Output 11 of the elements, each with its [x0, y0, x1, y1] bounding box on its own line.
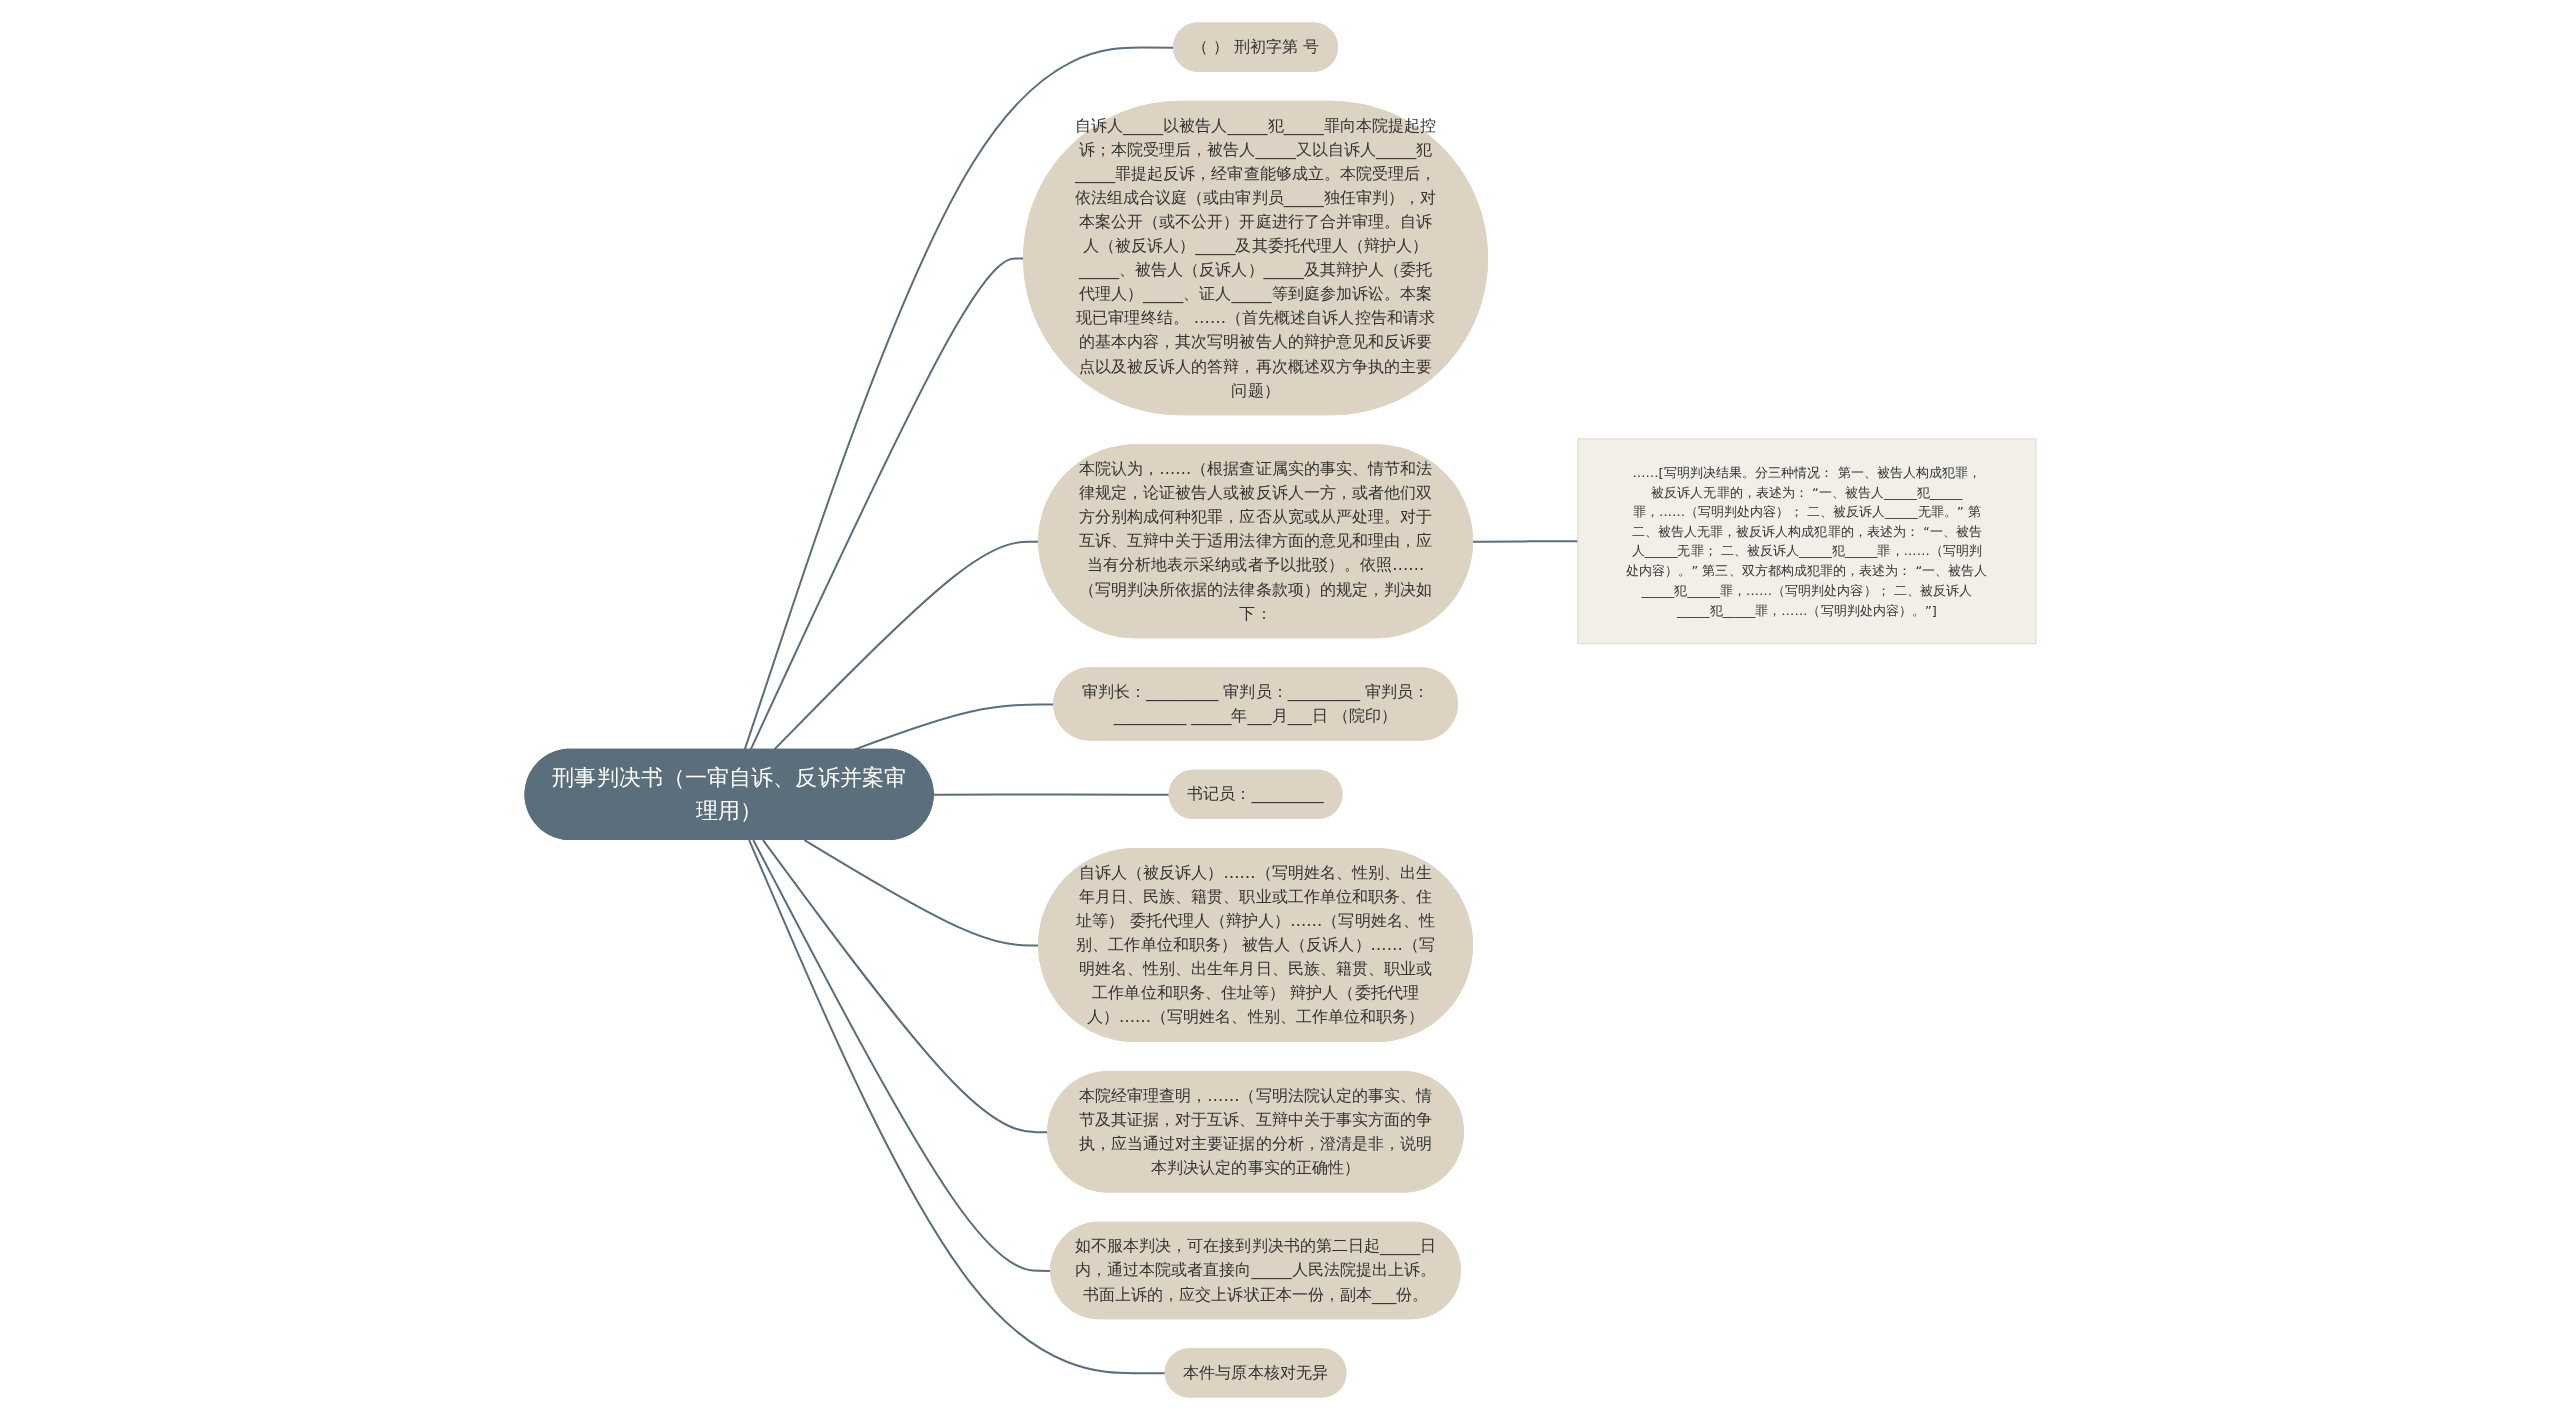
connector	[853, 703, 1054, 751]
connector	[933, 793, 1170, 796]
connector	[803, 839, 1039, 947]
connector	[743, 46, 1174, 750]
connector	[773, 540, 1039, 751]
connector	[751, 839, 1051, 1272]
connector	[747, 839, 1166, 1375]
connector	[761, 839, 1048, 1134]
connector	[1472, 540, 1578, 543]
connector	[749, 257, 1024, 751]
node-box: ……[写明判决结果。分三种情况： 第一、被告人构成犯罪，被反诉人无罪的，表述为： “一、被告人_____犯_____罪，……（写明判处内容）； 二、被反诉人_____无罪。” 第二、被告人无罪，被反诉人构成犯罪的，表述为： “一、被告人_____无罪； 二、被反诉人_____犯_____罪，……（写明判处内容）。” 第三、双方都构成犯罪的，表述为： “一、被告人_____犯_____罪，……（写明判处内容）； 二、被反诉人_____犯_____罪，……（写明判处内容）。”]	[1576, 438, 2036, 645]
